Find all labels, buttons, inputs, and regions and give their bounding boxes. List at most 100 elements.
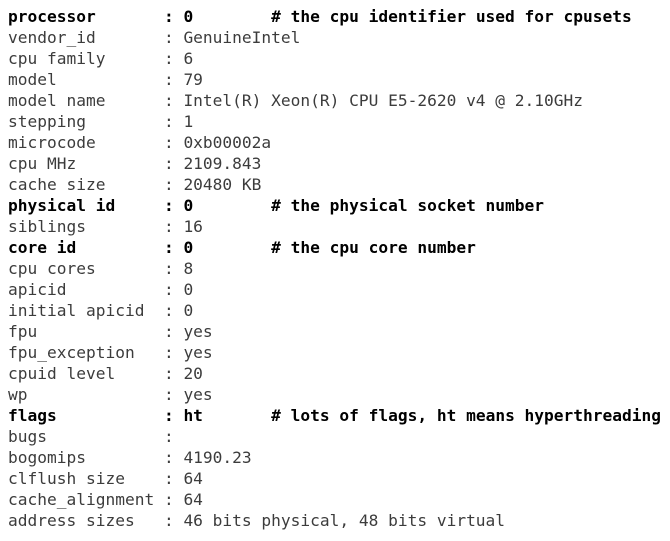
cpuinfo-separator: : [163,70,174,89]
cpuinfo-value: 64 [183,469,203,488]
cpuinfo-gap [174,490,184,509]
cpuinfo-comment-fill [193,196,271,215]
cpuinfo-value: 2109.843 [183,154,262,173]
cpuinfo-line: flags : ht # lots of flags, ht means hyp… [8,405,670,426]
cpuinfo-separator: : [163,7,174,26]
cpuinfo-separator: : [163,175,174,194]
cpuinfo-separator: : [163,259,174,278]
cpuinfo-separator: : [163,91,174,110]
cpuinfo-line: stepping : 1 [8,111,670,132]
cpuinfo-key: wp [8,385,164,404]
cpuinfo-line: vendor_id : GenuineIntel [8,27,670,48]
cpuinfo-line: clflush size : 64 [8,468,670,489]
cpuinfo-key: fpu [8,322,164,341]
cpuinfo-gap [174,469,184,488]
cpuinfo-key: processor [8,7,164,26]
cpuinfo-key: siblings [8,217,164,236]
cpuinfo-value: 20 [183,364,203,383]
cpuinfo-key: initial apicid [8,301,164,320]
cpuinfo-value: 6 [183,49,194,68]
cpuinfo-line: cache size : 20480 KB [8,174,670,195]
cpuinfo-separator: : [163,490,174,509]
cpuinfo-line: bugs : [8,426,670,447]
cpuinfo-separator: : [163,301,174,320]
cpuinfo-key: cache size [8,175,164,194]
cpuinfo-key: cpuid level [8,364,164,383]
cpuinfo-value: yes [183,322,213,341]
cpuinfo-separator: : [163,343,174,362]
cpuinfo-gap [174,322,184,341]
cpuinfo-separator: : [163,280,174,299]
cpuinfo-separator: : [163,133,174,152]
cpuinfo-comment: # the physical socket number [271,196,545,215]
cpuinfo-line: core id : 0 # the cpu core number [8,237,670,258]
cpuinfo-key: cpu MHz [8,154,164,173]
cpuinfo-line: siblings : 16 [8,216,670,237]
cpuinfo-gap [174,112,184,131]
cpuinfo-gap [174,238,184,257]
cpuinfo-line: address sizes : 46 bits physical, 48 bit… [8,510,670,531]
cpuinfo-value: yes [183,385,213,404]
cpuinfo-key: model [8,70,164,89]
cpuinfo-separator: : [163,28,174,47]
cpuinfo-separator: : [163,238,174,257]
cpuinfo-value: 20480 KB [183,175,262,194]
cpuinfo-gap [174,280,184,299]
cpuinfo-key: microcode [8,133,164,152]
cpuinfo-comment-fill [193,7,271,26]
cpuinfo-value: 16 [183,217,203,236]
cpuinfo-line: cpu MHz : 2109.843 [8,153,670,174]
cpuinfo-key: apicid [8,280,164,299]
cpuinfo-comment: # the cpu core number [271,238,476,257]
cpuinfo-separator: : [163,196,174,215]
cpuinfo-value: Intel(R) Xeon(R) CPU E5-2620 v4 @ 2.10GH… [183,91,584,110]
cpuinfo-value: 4190.23 [183,448,252,467]
cpuinfo-value: 8 [183,259,194,278]
cpuinfo-line: cpuid level : 20 [8,363,670,384]
cpuinfo-gap [174,7,184,26]
cpuinfo-value: 0 [183,196,194,215]
cpuinfo-gap [174,28,184,47]
cpuinfo-value: 0xb00002a [183,133,272,152]
cpuinfo-value: 0 [183,7,194,26]
cpuinfo-comment: # the cpu identifier used for cpusets [271,7,632,26]
cpuinfo-separator: : [163,364,174,383]
cpuinfo-key: cache_alignment [8,490,164,509]
cpuinfo-gap [174,406,184,425]
cpuinfo-line: bogomips : 4190.23 [8,447,670,468]
cpuinfo-key: model name [8,91,164,110]
cpuinfo-separator: : [163,112,174,131]
cpuinfo-separator: : [163,217,174,236]
cpuinfo-gap [174,70,184,89]
cpuinfo-key: bugs [8,427,164,446]
cpuinfo-gap [174,154,184,173]
cpuinfo-gap [174,91,184,110]
cpuinfo-gap [174,196,184,215]
cpuinfo-separator: : [163,448,174,467]
cpuinfo-key: bogomips [8,448,164,467]
cpuinfo-line: apicid : 0 [8,279,670,300]
cpuinfo-gap [174,364,184,383]
cpuinfo-gap [174,133,184,152]
cpuinfo-key: vendor_id [8,28,164,47]
cpuinfo-value: GenuineIntel [183,28,301,47]
cpuinfo-value: ht [183,406,203,425]
cpuinfo-value: 0 [183,280,194,299]
cpuinfo-key: physical id [8,196,164,215]
cpuinfo-comment: # lots of flags, ht means hyperthreading [271,406,661,425]
cpuinfo-separator: : [163,469,174,488]
cpuinfo-line: fpu_exception : yes [8,342,670,363]
cpuinfo-line: cache_alignment : 64 [8,489,670,510]
cpuinfo-value: 46 bits physical, 48 bits virtual [183,511,506,530]
cpuinfo-line: physical id : 0 # the physical socket nu… [8,195,670,216]
cpuinfo-separator: : [163,406,174,425]
cpuinfo-separator: : [163,385,174,404]
cpuinfo-key: address sizes [8,511,164,530]
cpuinfo-line: microcode : 0xb00002a [8,132,670,153]
cpuinfo-key: cpu cores [8,259,164,278]
cpuinfo-value: 64 [183,490,203,509]
cpuinfo-line: processor : 0 # the cpu identifier used … [8,6,670,27]
cpuinfo-gap [174,427,184,446]
cpuinfo-value: 1 [183,112,194,131]
